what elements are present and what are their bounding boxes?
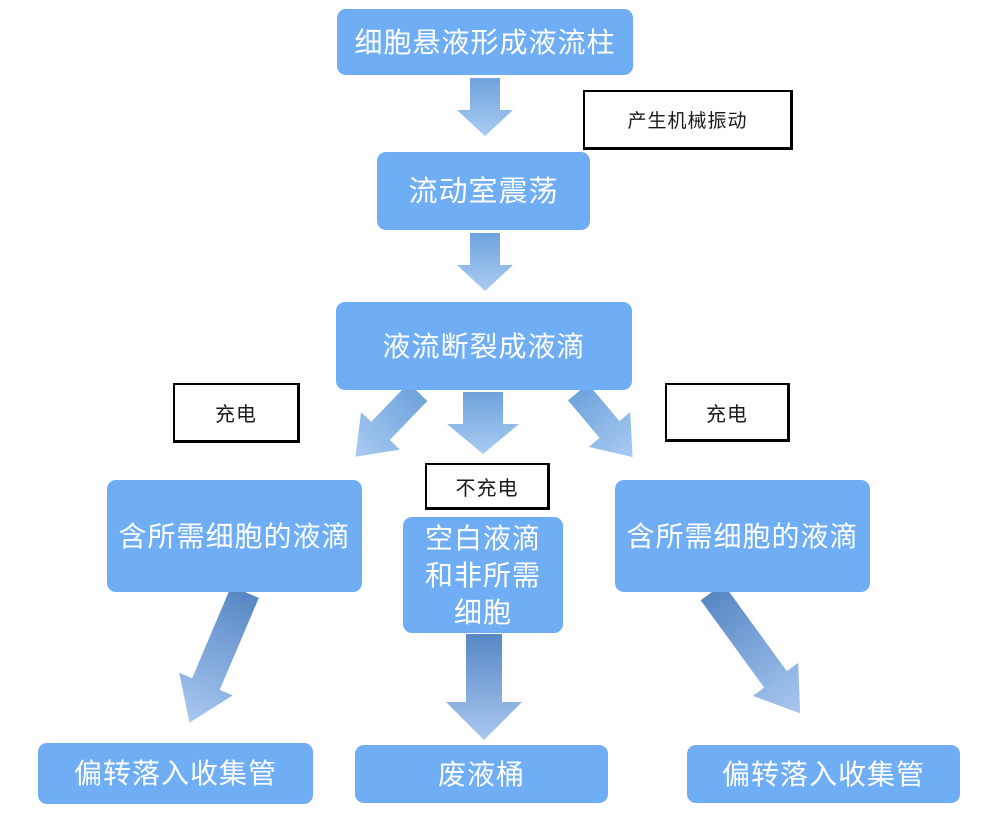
node-blank-droplets-line1: 空白液滴 [424,521,541,555]
node-deflect-collection-tube-left: 偏转落入收集管 [38,743,313,804]
node-deflect-collection-tube-right: 偏转落入收集管 [687,745,960,803]
label-charge-right: 充电 [665,383,790,442]
arrow-right-drop-to-collect [700,583,801,714]
label-mechanical-vibration: 产生机械振动 [583,90,793,150]
label-no-charge: 不充电 [425,463,550,510]
node-blank-droplets: 空白液滴 和非所需 细胞 [403,517,563,633]
arrow-breakup-to-right-drop [568,383,633,458]
arrow-breakup-to-mid-drop [447,392,519,454]
label-charge-left: 充电 [173,383,300,443]
node-blank-droplets-line2: 和非所需 [424,558,541,592]
arrow-oscillate-to-breakup [457,233,513,291]
node-cell-suspension-stream: 细胞悬液形成液流柱 [337,9,633,75]
node-desired-cell-droplets-right: 含所需细胞的液滴 [615,480,870,592]
arrow-left-drop-to-collect [179,586,259,723]
node-desired-cell-droplets-left: 含所需细胞的液滴 [107,480,362,592]
node-blank-droplets-line3: 细胞 [453,595,512,629]
node-waste-bucket: 废液桶 [355,745,608,803]
arrow-breakup-to-left-drop [355,382,428,457]
arrow-stream-to-oscillate [457,78,513,136]
node-flow-chamber-oscillation: 流动室震荡 [377,152,590,230]
node-stream-breaks-into-droplets: 液流断裂成液滴 [336,302,632,390]
arrow-mid-drop-to-waste [446,634,522,740]
